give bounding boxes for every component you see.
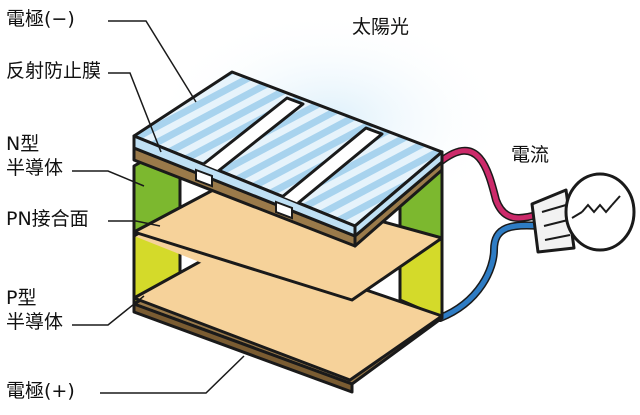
label-electrode-negative: 電極(−) bbox=[6, 8, 75, 30]
label-p-type-line1: P型 bbox=[6, 287, 37, 309]
label-pn-junction: PN接合面 bbox=[6, 208, 89, 230]
label-current: 電流 bbox=[511, 144, 550, 166]
label-p-type: P型 半導体 bbox=[6, 286, 63, 334]
label-electrode-positive: 電極(+) bbox=[6, 380, 75, 402]
label-n-type-line1: N型 bbox=[6, 133, 40, 155]
label-sunlight: 太陽光 bbox=[352, 16, 410, 38]
label-p-type-line2: 半導体 bbox=[6, 311, 64, 333]
p-type-layer bbox=[132, 242, 444, 382]
leader-lines bbox=[72, 20, 245, 394]
pn-junction-plate bbox=[132, 178, 444, 302]
label-n-type: N型 半導体 bbox=[6, 132, 63, 180]
light-bulb-icon bbox=[530, 172, 636, 254]
label-n-type-line2: 半導体 bbox=[6, 157, 64, 179]
label-anti-reflection-film: 反射防止膜 bbox=[6, 60, 102, 82]
